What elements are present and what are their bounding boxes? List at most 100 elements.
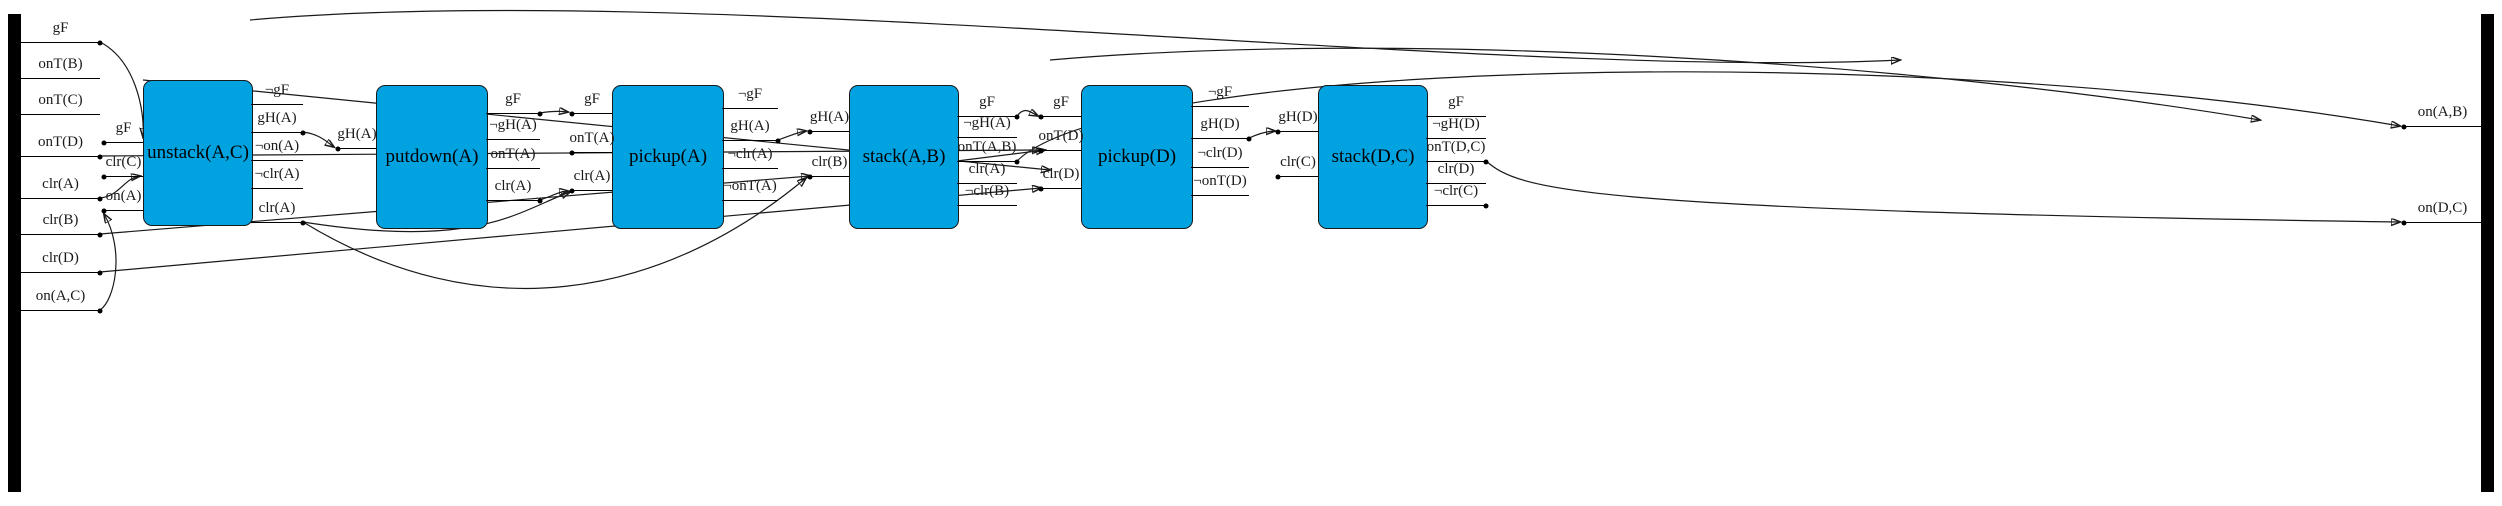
init-port-clrB — [21, 234, 100, 235]
goal-state-bar — [2481, 14, 2494, 492]
effect-port-unstack — [251, 188, 303, 189]
effect-port-pickup-d — [1191, 106, 1249, 107]
effect-label-stack-dc-clrC: ¬clr(C) — [1433, 183, 1479, 199]
precond-label-unstack-gF: gF — [115, 120, 132, 136]
precond-label-pickup-d-gF: gF — [1053, 94, 1069, 110]
init-label-clrD: clr(D) — [42, 250, 79, 266]
causal-link — [539, 191, 568, 201]
precond-label-unstack-onA: on(A) — [105, 188, 142, 204]
effect-port-stack-ab — [957, 161, 1017, 162]
effect-port-unstack — [251, 104, 303, 105]
action-node-pickup-d[interactable]: pickup(D) — [1081, 85, 1193, 229]
action-node-unstack[interactable]: unstack(A,C) — [143, 80, 253, 226]
link-dot — [569, 111, 575, 116]
precond-port-pickup-d — [1041, 150, 1081, 151]
init-port-onTD — [21, 156, 100, 157]
effect-label-stack-ab-gF: gF — [979, 94, 995, 110]
effect-port-pickup-a — [722, 200, 778, 201]
link-dot — [101, 140, 107, 145]
link-dot — [97, 154, 103, 159]
precond-label-stack-dc-clrC: clr(C) — [1280, 154, 1316, 170]
link-dot — [2401, 220, 2407, 225]
causal-link — [777, 131, 806, 141]
precond-port-unstack — [104, 176, 143, 177]
goal-label-onAB: on(A,B) — [2417, 104, 2468, 120]
effect-label-pickup-d-gHD: gH(D) — [1200, 116, 1240, 132]
link-dot — [300, 130, 306, 135]
init-port-clrA — [21, 198, 100, 199]
init-label-onTC: onT(C) — [38, 92, 83, 108]
init-label-clrB: clr(B) — [42, 212, 79, 228]
link-dot — [569, 150, 575, 155]
effect-label-unstack-gHA: gH(A) — [257, 110, 297, 126]
link-dot — [97, 40, 103, 45]
effect-label-pickup-a-clrA: ¬clr(A) — [727, 146, 773, 162]
init-port-onAC — [21, 310, 100, 311]
causal-link — [539, 111, 568, 113]
precond-port-stack-ab — [810, 176, 849, 177]
link-dot — [1246, 136, 1252, 141]
effect-port-pickup-a — [722, 140, 778, 141]
link-dot — [97, 196, 103, 201]
effect-label-pickup-d-onTD: ¬onT(D) — [1193, 173, 1247, 189]
initial-state-bar — [8, 14, 21, 492]
causal-link — [99, 214, 117, 311]
effect-port-pickup-d — [1191, 167, 1249, 168]
precond-port-pickup-a — [572, 113, 612, 114]
init-label-onTB: onT(B) — [38, 56, 83, 72]
precond-label-pickup-d-clrD: clr(D) — [1042, 166, 1080, 182]
precond-port-putdown — [338, 148, 376, 149]
action-node-pickup-a[interactable]: pickup(A) — [612, 85, 724, 229]
goal-label-onDC: on(D,C) — [2417, 200, 2468, 216]
action-node-stack-ab[interactable]: stack(A,B) — [849, 85, 959, 229]
precond-label-stack-ab-clrB: clr(B) — [811, 154, 848, 170]
precond-label-pickup-a-onTA: onT(A) — [569, 130, 615, 146]
precond-port-pickup-d — [1041, 116, 1081, 117]
effect-label-unstack-gF: ¬gF — [264, 82, 290, 98]
effect-label-pickup-a-gF: ¬gF — [737, 86, 763, 102]
link-dot — [1014, 114, 1020, 119]
effect-port-unstack — [251, 160, 303, 161]
link-dot — [97, 270, 103, 275]
effect-label-unstack-onA: ¬on(A) — [254, 138, 300, 154]
causal-link — [302, 131, 334, 147]
link-dot — [101, 174, 107, 179]
precond-label-unstack-clrC: clr(C) — [105, 154, 142, 170]
init-port-clrD — [21, 272, 100, 273]
effect-label-stack-ab-clrA: clr(A) — [968, 161, 1006, 177]
effect-label-stack-dc-onTDC: onT(D,C) — [1426, 139, 1486, 155]
effect-label-unstack-clrA: ¬clr(A) — [254, 166, 300, 182]
causal-link — [1248, 131, 1275, 139]
action-node-putdown[interactable]: putdown(A) — [376, 85, 488, 229]
effect-label-stack-dc-clrD: clr(D) — [1437, 161, 1475, 177]
link-dot — [537, 198, 543, 203]
link-dot — [101, 208, 107, 213]
link-dot — [97, 232, 103, 237]
precond-label-pickup-a-gF: gF — [584, 91, 600, 107]
effect-port-stack-ab — [957, 205, 1017, 206]
link-dot — [537, 111, 543, 116]
effect-port-putdown — [486, 168, 540, 169]
effect-label-stack-ab-clrB: ¬clr(B) — [964, 183, 1010, 199]
effect-port-stack-dc — [1426, 161, 1486, 162]
init-port-onTB — [21, 78, 100, 79]
link-dot — [1038, 114, 1044, 119]
effect-label-putdown-gHA: ¬gH(A) — [489, 117, 537, 133]
effect-label-stack-ab-onTAB: onT(A,B) — [957, 139, 1017, 155]
link-dot — [1038, 148, 1044, 153]
effect-port-pickup-a — [722, 108, 778, 109]
init-port-onTC — [21, 114, 100, 115]
link-dot — [1275, 129, 1281, 134]
precond-label-stack-dc-gHD: gH(D) — [1278, 109, 1318, 125]
action-node-stack-dc[interactable]: stack(D,C) — [1318, 85, 1428, 229]
link-dot — [2401, 124, 2407, 129]
precond-port-pickup-d — [1041, 188, 1081, 189]
effect-label-putdown-onTA: onT(A) — [490, 146, 536, 162]
effect-port-stack-ab — [957, 116, 1017, 117]
link-dot — [1014, 159, 1020, 164]
effect-port-pickup-d — [1191, 138, 1249, 139]
link-dot — [1483, 159, 1489, 164]
effect-label-pickup-a-gHA: gH(A) — [730, 118, 770, 134]
effect-port-stack-dc — [1426, 138, 1486, 139]
